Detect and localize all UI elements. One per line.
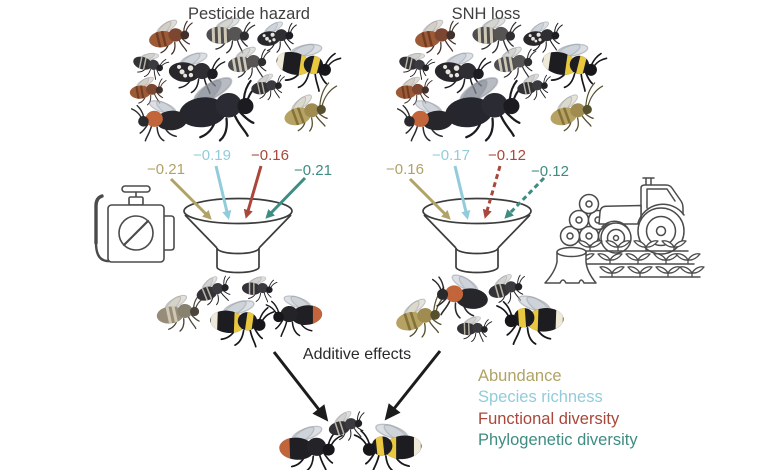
value-phylogenetic-diversity-right: −0.12: [531, 163, 569, 180]
bee-rusty: [149, 19, 193, 55]
value-species-richness-right: −0.17: [432, 147, 470, 164]
arrowhead: [222, 210, 232, 220]
bee-bumble: [496, 295, 564, 346]
crop-rows-icon: [569, 240, 705, 278]
bee-rusty: [395, 76, 433, 106]
bee-community-final: [278, 411, 422, 470]
bee-greytan: [156, 294, 204, 332]
additive-arrows: [272, 350, 442, 422]
bee-spotted: [168, 52, 226, 95]
seedling-icon: [577, 240, 603, 252]
value-abundance-left: −0.21: [147, 161, 185, 178]
bee-longhorn: [284, 82, 338, 132]
arrowhead: [243, 208, 253, 219]
arrowhead: [384, 403, 401, 421]
legend-abundance: Abundance: [478, 367, 562, 385]
value-phylogenetic-diversity-left: −0.21: [294, 162, 332, 179]
seedling-icon: [627, 266, 653, 278]
effect-arrows-left: [169, 165, 307, 220]
value-functional-diversity-left: −0.16: [251, 147, 289, 164]
bee-carpenter: [179, 76, 261, 142]
bee-longhorn: [396, 286, 453, 338]
legend: Abundance Species richness Functional di…: [478, 367, 638, 449]
bee-community-reduced-left: [156, 275, 323, 348]
value-functional-diversity-right: −0.12: [488, 147, 526, 164]
arrowhead: [504, 209, 514, 219]
bee-bumble: [275, 43, 342, 92]
tree-stump-icon: [544, 246, 597, 284]
bee-redfront: [396, 100, 454, 142]
bee-darksmall: [133, 52, 170, 80]
bee-greystripe: [472, 17, 522, 54]
seedling-icon: [633, 240, 659, 252]
arrowhead: [312, 404, 329, 422]
bee-spotted: [523, 21, 563, 53]
seedling-icon: [605, 240, 631, 252]
panel-title-pesticide: Pesticide hazard: [188, 5, 310, 23]
bee-community-exposed-left: [129, 17, 342, 142]
additive-arrow-right: [391, 350, 442, 411]
legend-species-richness: Species richness: [478, 388, 603, 406]
bee-greystripe: [228, 46, 271, 80]
bee-darksmall: [399, 52, 436, 80]
arrow-species-richness-right: [453, 165, 468, 213]
bee-darksmall: [242, 276, 278, 303]
value-species-richness-left: −0.19: [193, 147, 231, 164]
bee-bumble: [353, 423, 422, 470]
seedling-icon: [655, 266, 681, 278]
bee-darksmall: [251, 73, 285, 101]
bee-darksmall: [196, 275, 231, 306]
seedling-icon: [599, 266, 625, 278]
bee-spotted: [434, 52, 492, 95]
bee-darksmall: [488, 274, 525, 304]
bee-greystripe: [206, 17, 256, 54]
seedling-icon: [679, 266, 705, 278]
bee-rusty: [415, 19, 459, 55]
seedling-icon: [653, 253, 679, 265]
legend-phylogenetic-diversity: Phylogenetic diversity: [478, 431, 638, 449]
bee-darksmall: [517, 73, 551, 101]
bee-community-reduced-right: [396, 274, 564, 346]
panel-title-snh: SNH loss: [452, 5, 521, 23]
effect-arrows-right: [408, 165, 546, 220]
bee-greystripe: [494, 46, 537, 80]
snh-loss-land-use-icon: [544, 177, 705, 284]
arrowhead: [482, 208, 492, 219]
additive-effects-label: Additive effects: [303, 346, 411, 363]
pesticide-sprayer-icon: [94, 185, 175, 263]
seedling-icon: [597, 253, 623, 265]
bee-bumble: [541, 43, 608, 92]
bee-redtail: [265, 295, 323, 338]
bee-darksmall: [457, 316, 493, 343]
bee-rusty: [129, 76, 167, 106]
arrowhead: [202, 210, 212, 220]
seedling-icon: [625, 253, 651, 265]
arrowhead: [265, 209, 275, 219]
seedling-icon: [675, 253, 701, 265]
bee-darksmall: [328, 411, 365, 441]
bee-redfront: [130, 100, 188, 142]
arrow-phylogenetic-diversity-left: [269, 176, 307, 215]
legend-functional-diversity: Functional diversity: [478, 410, 620, 428]
seedling-icon: [661, 240, 687, 252]
arrowhead: [461, 210, 471, 220]
arrowhead: [441, 210, 451, 220]
arrow-abundance-left: [169, 177, 208, 216]
additive-arrow-left: [272, 351, 322, 412]
arrow-species-richness-left: [214, 165, 229, 213]
bee-community-exposed-right: [395, 17, 608, 142]
bee-longhorn: [550, 82, 604, 132]
bee-bumble: [210, 300, 275, 348]
bee-spotted: [257, 21, 297, 53]
value-abundance-right: −0.16: [386, 161, 424, 178]
arrow-functional-diversity-left: [246, 165, 263, 212]
bee-redfront: [431, 274, 488, 319]
bee-carpenter: [445, 76, 527, 142]
arrow-abundance-right: [408, 177, 447, 216]
